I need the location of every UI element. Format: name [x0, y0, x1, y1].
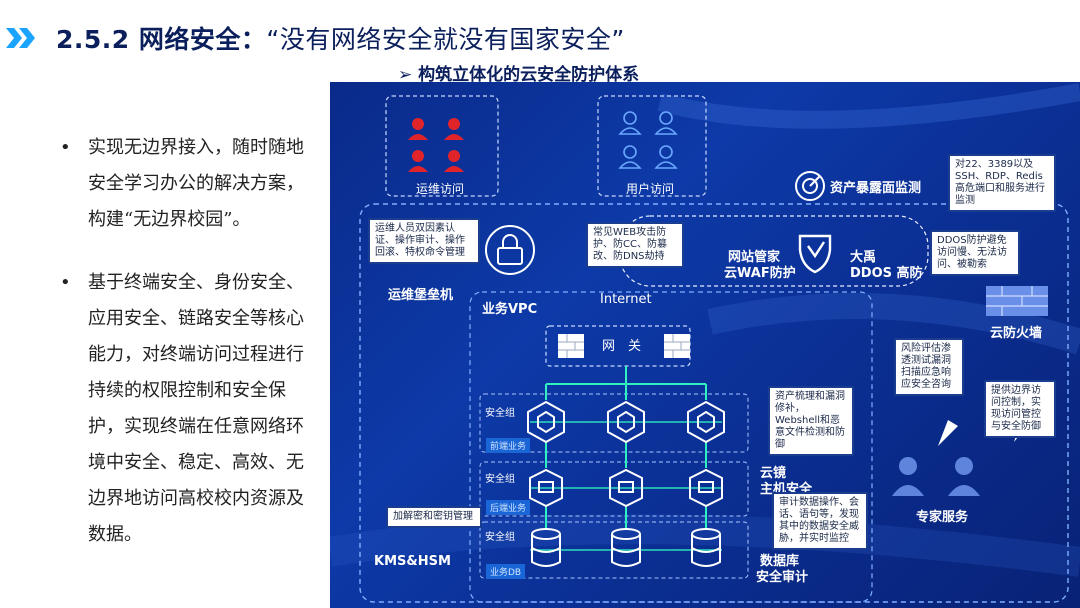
- waf-label-line2: 云WAF防护: [724, 266, 796, 281]
- kms-note: 加解密和密钥管理: [386, 506, 482, 528]
- firewall-note: 提供边界访问控制，实现访问管控与安全防御: [984, 380, 1056, 438]
- person-icon: [408, 118, 464, 172]
- host-security-note: 资产梳理和漏洞修补，Webshell和恶意文件检测和防御: [768, 386, 854, 456]
- database-icon: [531, 528, 721, 567]
- tier-tag-backend: 后端业务: [486, 500, 531, 515]
- bullet-text: 实现无边界接入，随时随地安全学习办公的解决方案，构建“无边界校园”。: [88, 137, 304, 230]
- bullet-dot: •: [60, 137, 71, 158]
- bullet-dot: •: [60, 272, 71, 293]
- person-icon: [618, 111, 678, 169]
- waf-note: 常见WEB攻击防护、防CC、防篡改、防DNS劫持: [586, 222, 684, 268]
- db-audit-label-line2: 安全审计: [756, 570, 809, 585]
- user-access-label: 用户访问: [626, 182, 675, 196]
- bastion-label: 运维堡垒机: [388, 288, 454, 303]
- brick-wall-icon: [664, 334, 690, 358]
- db-audit-note: 审计数据操作、会话、语句等，发现其中的数据安全威胁，并实时监控: [772, 492, 868, 550]
- ddos-label-line2: DDOS 高防: [850, 266, 923, 281]
- security-group-label: 安全组: [485, 532, 515, 543]
- security-group-label: 安全组: [485, 408, 515, 419]
- expert-label: 专家服务: [916, 510, 969, 525]
- radar-icon: [795, 171, 825, 201]
- cube-icon: [527, 400, 725, 444]
- brick-wall-icon: [558, 334, 584, 358]
- gateway-label: 网 关: [602, 339, 642, 354]
- diagram-subtitle: ➢ 构筑立体化的云安全防护体系: [398, 65, 640, 85]
- server-icon: [529, 468, 723, 508]
- double-chevron-right-icon: [6, 28, 35, 48]
- ddos-label-line1: 大禹: [850, 250, 877, 265]
- vpc-label: 业务VPC: [482, 302, 538, 317]
- security-architecture-diagram: 运维访问 用户访问 资产暴露面监测 对22、3389以及SSH、RDP、Redi…: [330, 82, 1080, 608]
- title-bar: [0, 0, 1080, 82]
- text-panel: • 实现无边界接入，随时随地安全学习办公的解决方案，构建“无边界校园”。 • 基…: [0, 82, 330, 608]
- exposure-monitor-label: 资产暴露面监测: [830, 181, 922, 196]
- exposure-note: 对22、3389以及SSH、RDP、Redis高危端口和服务进行监测: [948, 154, 1056, 212]
- kms-label: KMS&HSM: [374, 554, 451, 569]
- security-group-label: 安全组: [485, 474, 515, 485]
- bullet-text: 基于终端安全、身份安全、应用安全、链路安全等核心能力，对终端访问过程进行持续的权…: [88, 272, 304, 545]
- shield-icon: [798, 234, 832, 274]
- title-quote: “没有网络安全就没有国家安全”: [266, 25, 625, 54]
- tier-tag-db: 业务DB: [486, 564, 526, 579]
- expert-note: 风险评估渗透测试漏洞扫描应急响应安全咨询: [894, 338, 964, 396]
- db-audit-label-line1: 数据库: [760, 554, 800, 569]
- ddos-note: DDOS防护避免访问慢、无法访问、被勒索: [930, 230, 1020, 276]
- host-security-label-line1: 云镜: [760, 466, 787, 481]
- bastion-note: 运维人员双因素认证、操作审计、操作回滚、特权命令管理: [368, 218, 480, 264]
- firewall-label: 云防火墙: [990, 326, 1043, 341]
- title-prefix: 2.5.2 网络安全：: [56, 25, 267, 54]
- lock-icon: [485, 225, 535, 275]
- internet-label: Internet: [600, 292, 652, 307]
- ops-access-label: 运维访问: [416, 182, 465, 196]
- diagram-lines: [330, 83, 1080, 603]
- page-title: 2.5.2 网络安全：“没有网络安全就没有国家安全”: [56, 20, 625, 56]
- brick-wall-icon: [986, 286, 1048, 316]
- waf-label-line1: 网站管家: [728, 250, 781, 265]
- person-icon: [892, 457, 980, 496]
- tier-tag-frontend: 前端业务: [486, 438, 531, 453]
